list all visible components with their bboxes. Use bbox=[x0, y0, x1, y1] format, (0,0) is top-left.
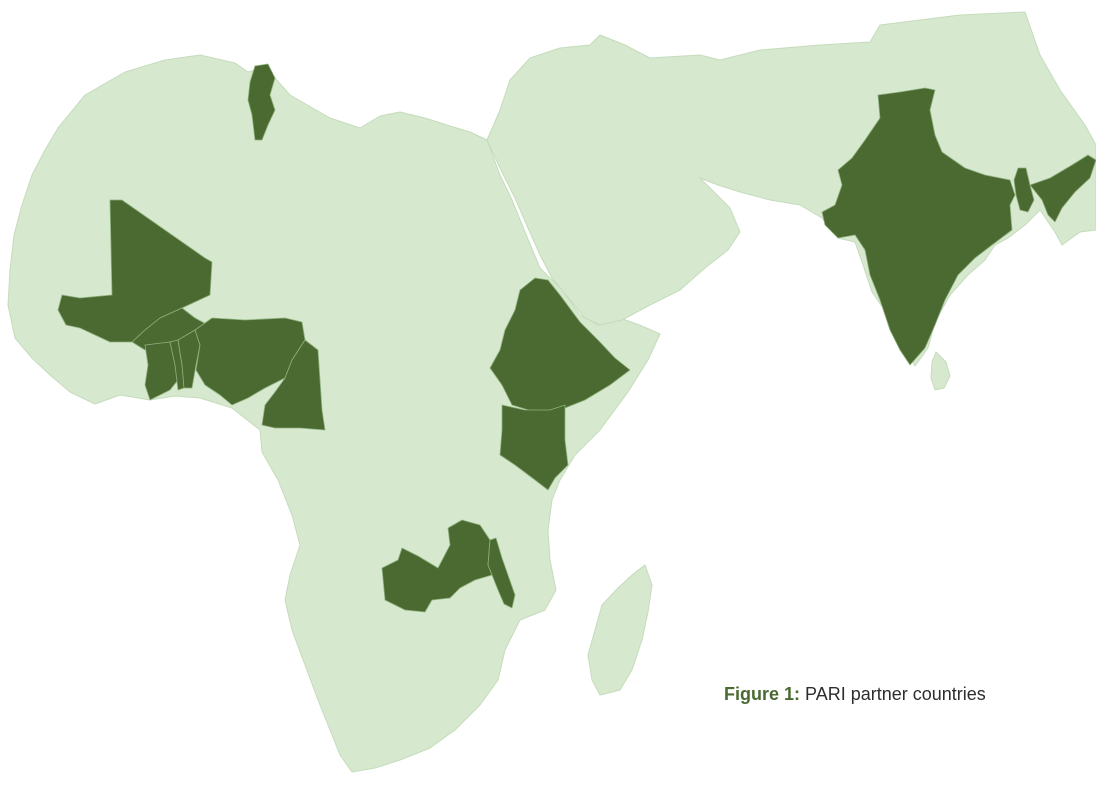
figure-caption-label: Figure 1: bbox=[724, 684, 801, 704]
land-sri-lanka bbox=[930, 351, 951, 391]
partner-country-nigeria bbox=[194, 317, 306, 406]
partner-country-india bbox=[821, 87, 1016, 366]
partner-country-ethiopia bbox=[489, 277, 631, 413]
partner-country-mali bbox=[57, 199, 213, 343]
partner-country-northeast-india bbox=[1029, 154, 1096, 223]
partner-country-cameroon bbox=[261, 339, 326, 431]
partner-country-bangladesh bbox=[1013, 167, 1035, 213]
partner-country-tunisia bbox=[247, 63, 276, 141]
partner-country-kenya bbox=[499, 404, 569, 491]
land-madagascar bbox=[587, 564, 653, 696]
figure-caption: Figure 1: PARI partner countries bbox=[724, 684, 986, 705]
figure-caption-text: PARI partner countries bbox=[805, 684, 986, 704]
partner-country-malawi bbox=[487, 537, 516, 609]
